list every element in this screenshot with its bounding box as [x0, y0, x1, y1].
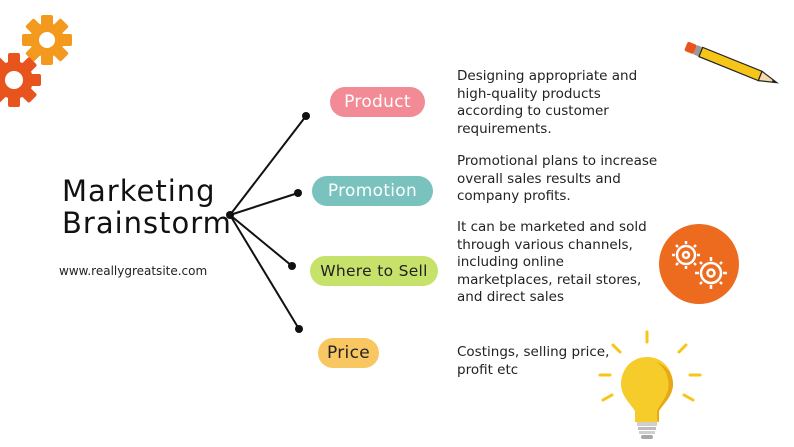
branch-node: [288, 262, 296, 270]
price-description: Costings, selling price, profit etc: [457, 344, 610, 378]
gears-circle-icon: [659, 224, 739, 304]
pill-label: Promotion: [327, 181, 418, 201]
title-line-2: Brainstorm: [62, 206, 232, 240]
pill-price: Price: [318, 338, 379, 368]
gear-icon: [22, 15, 72, 65]
connector-line: [229, 115, 307, 216]
title-line-1: Marketing: [62, 174, 216, 208]
promotion-description: Promotional plans to increase overall sa…: [457, 153, 658, 204]
pill-label: Product: [344, 92, 411, 112]
pill-label: Where to Sell: [320, 262, 428, 280]
connector-lines: [229, 115, 307, 330]
branch-node: [302, 112, 310, 120]
branch-node: [295, 325, 303, 333]
connector-line: [229, 214, 293, 267]
pill-product: Product: [330, 87, 425, 117]
gear-icon: [0, 53, 41, 107]
pencil-icon: [684, 41, 779, 84]
where-to-sell-description: It can be marketed and sold through vari…: [457, 219, 647, 305]
product-description: Designing appropriate and high-quality p…: [457, 68, 638, 137]
connector-line: [229, 214, 300, 330]
branch-node: [294, 189, 302, 197]
main-title: Marketing Brainstorm: [62, 175, 232, 239]
connector-line: [229, 192, 299, 216]
website-url: www.reallygreatsite.com: [59, 264, 208, 278]
hub-node: [226, 211, 234, 219]
pill-label: Price: [327, 343, 370, 363]
pill-where-to-sell: Where to Sell: [310, 256, 438, 286]
pill-promotion: Promotion: [312, 176, 433, 206]
light-bulb-icon: [598, 330, 702, 439]
